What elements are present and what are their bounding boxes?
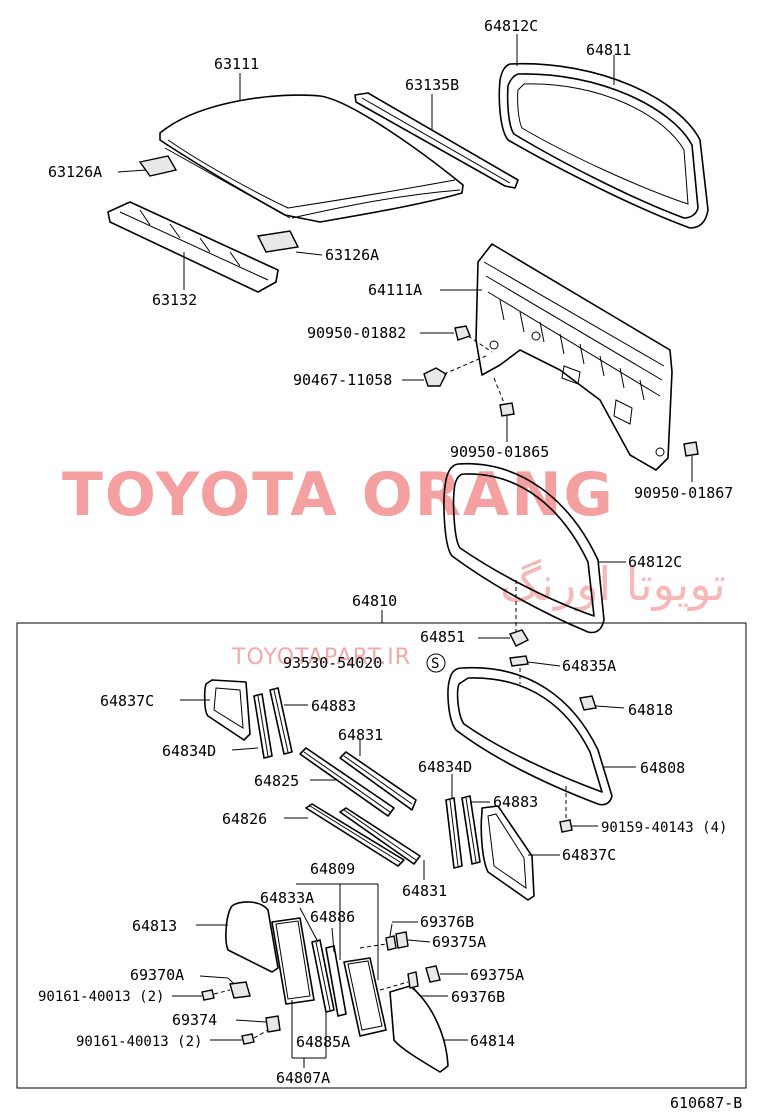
glass-panel-64807a-left [271,917,315,1005]
glass-panel-64813 [225,901,279,973]
label-90950-01867: 90950-01867 [634,484,733,502]
figure-code: 610687-B [670,1094,742,1112]
screw-90159-40143 [559,819,573,833]
clip-90950-01882 [454,325,471,341]
label-64810: 64810 [352,592,397,610]
holder-69376b-top [385,935,397,951]
label-69374: 69374 [172,1011,217,1029]
screw-90161-40013-a [201,989,215,1001]
run-channel-64834d-left [253,693,273,759]
run-channel-64883-right [461,795,481,865]
rail-64831-top [339,751,417,811]
label-64811: 64811 [586,41,631,59]
label-93530-54020: 93530-54020 [283,654,382,672]
bracket-69374 [265,1015,281,1033]
label-63126a-right: 63126A [325,246,379,264]
label-64837c-right: 64837C [562,846,616,864]
label-90950-01865: 90950-01865 [450,443,549,461]
label-64831-top: 64831 [338,726,383,744]
pad-63126a-left [138,155,178,177]
label-64831-bottom: 64831 [402,882,447,900]
glass-panel-64814 [389,985,449,1073]
rail-64826 [305,803,405,867]
clip-90950-01865 [499,402,515,417]
label-64818: 64818 [628,701,673,719]
label-64826: 64826 [222,810,267,828]
label-69370a: 69370A [130,966,184,984]
run-channel-64885a [311,939,347,1017]
watermark-latin: TOYOTA ORANG [62,460,615,530]
label-64883-left: 64883 [311,697,356,715]
label-64835a: 64835A [562,657,616,675]
label-64825: 64825 [254,772,299,790]
label-64886: 64886 [310,908,355,926]
label-63135b: 63135B [405,76,459,94]
pad-64835a [509,655,529,667]
label-90467-11058: 90467-11058 [293,371,392,389]
label-69375a-bottom: 69375A [470,966,524,984]
watermark-farsi: تویوتا اورنگ [500,557,726,612]
label-63111: 63111 [214,55,259,73]
label-64813: 64813 [132,917,177,935]
label-90161-40013-a: 90161-40013 (2) [38,989,164,1005]
weatherstrip-63135b [354,92,519,189]
label-64814: 64814 [470,1032,515,1050]
stopper-64818 [579,695,597,711]
label-64807a: 64807A [276,1069,330,1087]
label-64111a: 64111A [368,281,422,299]
sliding-window-frame-64808 [447,666,613,806]
watermark-url: TOYOTAPART.IR [231,645,411,670]
back-panel-64111a [475,243,673,471]
rail-64825 [299,747,395,817]
label-64851: 64851 [420,628,465,646]
clip-64851 [509,629,529,647]
run-channel-64834d-right [445,797,463,869]
label-64834d-right: 64834D [418,758,472,776]
label-64837c-left: 64837C [100,692,154,710]
back-window-glass-64811 [498,62,709,229]
label-69376b-bottom: 69376B [451,988,505,1006]
label-69375a-top: 69375A [432,933,486,951]
quarter-glass-64837c-right [480,805,535,901]
holder-69376b-bottom [407,971,419,989]
sealant-symbol-letter: S [431,656,439,672]
label-64812c-mid: 64812C [628,553,682,571]
pad-63126a-right [256,230,300,253]
sealant-symbol [426,653,446,673]
bracket-69375a-top [395,931,409,949]
glass-panel-64809-right [343,957,387,1037]
clip-90950-01867 [683,441,699,457]
roof-bow-63132 [107,201,279,293]
label-64834d-left: 64834D [162,742,216,760]
weatherstrip-64812c-mid [443,463,605,634]
bracket-90467-11058 [423,367,447,387]
bracket-69370a [229,981,251,999]
label-90161-40013-b: 90161-40013 (2) [76,1034,202,1050]
screw-90161-40013-b [241,1033,255,1045]
label-64833a: 64833A [260,889,314,907]
label-64885a: 64885A [296,1033,350,1051]
label-90950-01882: 90950-01882 [307,324,406,342]
bracket-69375a-bottom [425,965,441,983]
label-90159-40143: 90159-40143 (4) [601,820,727,836]
roof-panel-63111 [159,94,464,223]
run-channel-64883-left [269,687,293,755]
label-63126a-left: 63126A [48,163,102,181]
label-64812c-top: 64812C [484,17,538,35]
label-64883-right: 64883 [493,793,538,811]
label-63132: 63132 [152,291,197,309]
quarter-glass-64837c-left [203,679,251,741]
label-69376b-top: 69376B [420,913,474,931]
label-64809: 64809 [310,860,355,878]
rail-64831-bottom [339,807,421,865]
label-64808: 64808 [640,759,685,777]
